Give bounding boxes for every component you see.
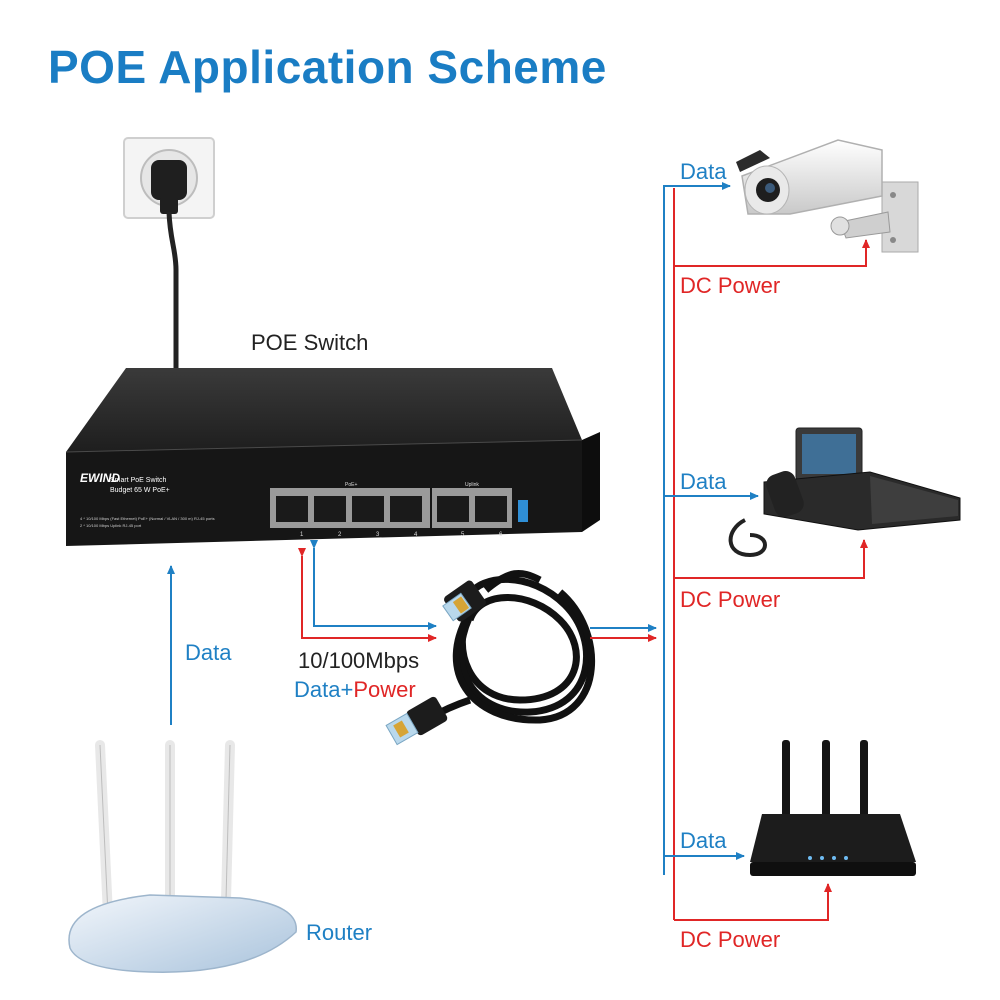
switch-poe-group-label: PoE+: [345, 482, 357, 488]
switch-ports: [270, 488, 528, 528]
page-title: POE Application Scheme: [48, 41, 607, 93]
switch-uplink-group-label: Uplink: [465, 482, 479, 488]
power-cord: [166, 211, 179, 372]
ip-phone-icon: [728, 427, 961, 558]
ip-camera-icon: [736, 139, 919, 253]
data-power-label: Data+Power: [294, 677, 416, 703]
switch-port-number: 4: [414, 532, 418, 538]
phone-power-line: [674, 539, 868, 579]
port-power-line: [298, 548, 437, 642]
ethernet-cable-icon: [385, 569, 596, 746]
camera-power-label: DC Power: [680, 273, 781, 298]
switch-port-number: 3: [376, 532, 380, 538]
switch-spec-line1: 4 * 10/100 Mbps (Fast Ethernet) PoE+ (No…: [80, 516, 215, 521]
wifi-router-icon: [750, 740, 916, 876]
camera-power-line: [674, 239, 870, 267]
switch-port-number: 2: [338, 532, 342, 538]
router-label: Router: [306, 920, 373, 945]
ap-power-line: [674, 883, 832, 921]
phone-data-label: Data: [680, 469, 727, 494]
wall-socket-icon: [123, 137, 215, 219]
data-word: Data: [294, 677, 341, 702]
phone-power-label: DC Power: [680, 587, 781, 612]
switch-port-number: 5: [461, 532, 465, 538]
ap-power-label: DC Power: [680, 927, 781, 952]
switch-port-number: 1: [300, 532, 304, 538]
switch-port-number: 6: [499, 532, 503, 538]
plus-sign: +: [340, 677, 354, 702]
ap-data-label: Data: [680, 828, 727, 853]
power-word: Power: [353, 677, 416, 702]
switch-model-line2: Budget 65 W PoE+: [110, 487, 170, 494]
switch-model-line1: Smart PoE Switch: [110, 477, 167, 484]
switch-brand: EWIND: [80, 471, 120, 485]
router-data-label: Data: [185, 640, 232, 665]
camera-data-label: Data: [680, 159, 727, 184]
switch-label: POE Switch: [251, 330, 369, 355]
switch-spec-line2: 2 * 10/100 Mbps Uplink RJ-45 port: [80, 523, 142, 528]
port-data-line: [310, 540, 437, 630]
router-icon: [68, 740, 297, 973]
speed-label: 10/100Mbps: [298, 648, 420, 673]
